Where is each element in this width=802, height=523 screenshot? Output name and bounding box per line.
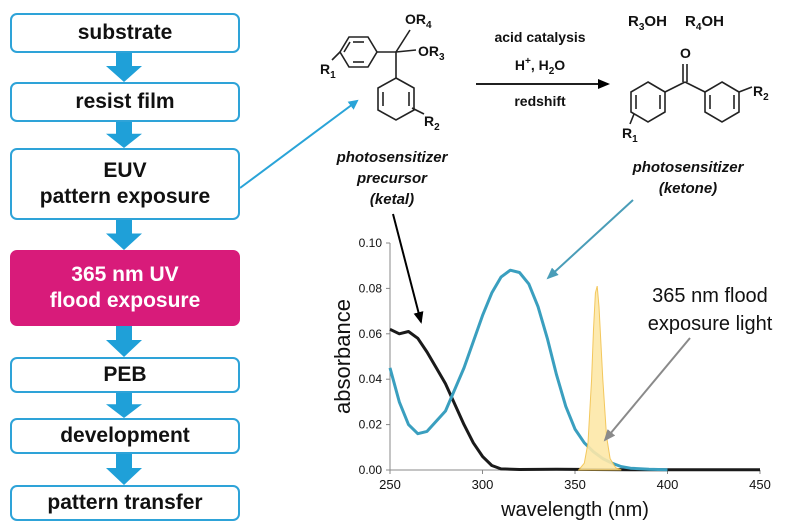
series-1-line [389,327,760,472]
annotation-line-1: 365 nm flood [652,285,768,307]
ketone-structure [629,64,753,125]
ketal-r2: R2 [424,113,440,133]
x-tick-label: 350 [564,477,586,492]
arrow-label-bottom: redshift [514,93,566,109]
y-tick-label: 0.08 [359,281,383,295]
flow-arrow-3 [106,220,142,250]
light-callout-arrow [603,337,691,442]
ketone-label-1: photosensitizer [632,159,745,176]
y-tick-label: 0.04 [359,372,383,386]
ketal-r1: R1 [320,61,336,81]
x-tick-label: 300 [472,477,494,492]
y-tick-label: 0.00 [359,463,383,477]
ketal-or3: OR3 [418,43,445,63]
x-tick-label: 450 [749,477,771,492]
ketal-or4: OR4 [405,11,432,31]
arrow-label-top: acid catalysis [494,29,585,45]
flow-step-7: pattern transfer [10,485,240,521]
ketal-structure [331,29,425,121]
x-tick-label: 400 [657,477,679,492]
flow-step-2: resist film [10,82,240,122]
flow-arrow-5 [106,393,142,418]
flow-arrow-1 [106,53,142,82]
flow-step-4: 365 nm UV flood exposure [10,250,240,326]
flow-arrow-4 [106,326,142,357]
annotation-line-2: exposure light [648,313,773,335]
flow-step-6: development [10,418,240,454]
ketone-callout-arrow [546,199,634,280]
x-axis-label: wavelength (nm) [500,499,649,521]
y-axis-label: absorbance [330,299,355,414]
flow-arrow-2 [106,122,142,148]
ketone-r1: R1 [622,125,638,145]
x-tick-label: 250 [379,477,401,492]
ketal-callout-arrow [392,213,424,324]
arrow-label-mid: H+, H2O [515,56,565,77]
byproduct-r4oh: R4OH [685,13,724,33]
ketone-oxygen: O [680,45,691,61]
byproduct-r3oh: R3OH [628,13,667,33]
flow-arrow-6 [106,454,142,485]
flow-step-5: PEB [10,357,240,393]
series-2-line [388,268,668,472]
ketone-label-2: (ketone) [659,180,717,197]
connector-arrow [239,99,359,189]
flow-step-3: EUV pattern exposure [10,148,240,220]
series-3-area [577,285,622,471]
flow-step-1: substrate [10,13,240,53]
precursor-label-3: (ketal) [370,191,414,208]
ketone-r2: R2 [753,83,769,103]
y-tick-label: 0.06 [359,327,383,341]
precursor-label-1: photosensitizer [336,149,449,166]
y-tick-label: 0.10 [359,236,383,250]
absorbance-chart: 0.00 0.02 0.04 0.06 0.08 0.10 250 300 350 400 450 w… [330,199,773,521]
precursor-label-2: precursor [356,170,428,187]
y-tick-label: 0.02 [359,418,383,432]
